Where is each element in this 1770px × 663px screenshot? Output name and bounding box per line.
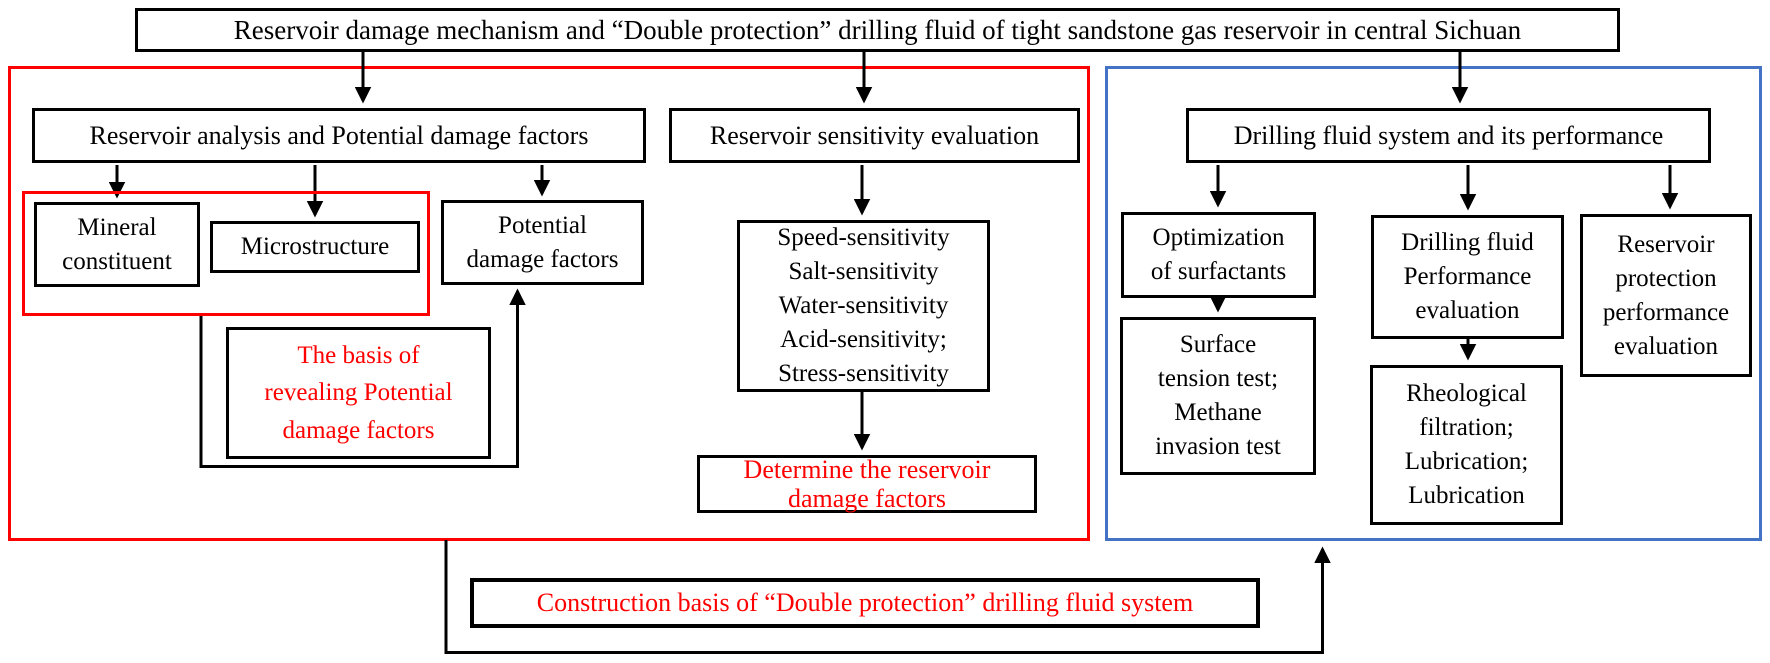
microstructure-node: Microstructure bbox=[210, 221, 420, 273]
optimization-surfactants-node: Optimization of surfactants bbox=[1121, 212, 1316, 298]
connector-construction-to-blue-group bbox=[444, 540, 1331, 654]
reservoir-damage-group-frame bbox=[8, 66, 1090, 541]
sensitivity-evaluation-header: Reservoir sensitivity evaluation bbox=[669, 108, 1080, 163]
reservoir-analysis-header: Reservoir analysis and Potential damage … bbox=[32, 108, 646, 163]
connector-basis-to-potential bbox=[199, 288, 526, 468]
drilling-fluid-header: Drilling fluid system and its performanc… bbox=[1186, 108, 1711, 163]
drilling-fluid-group-frame bbox=[1105, 66, 1762, 541]
basis-note-node: The basis of revealing Potential damage … bbox=[226, 327, 491, 459]
surface-tension-tests-node: Surface tension test; Methane invasion t… bbox=[1120, 317, 1316, 475]
rheology-lubrication-node: Rheological filtration; Lubrication; Lub… bbox=[1370, 365, 1563, 525]
potential-damage-factors-node: Potential damage factors bbox=[441, 200, 644, 285]
mineral-constituent-node: Mineral constituent bbox=[34, 202, 200, 287]
determine-damage-factors-node: Determine the reservoir damage factors bbox=[697, 455, 1037, 513]
reservoir-analysis-subgroup-frame bbox=[22, 191, 430, 316]
performance-evaluation-node: Drilling fluid Performance evaluation bbox=[1371, 215, 1564, 339]
sensitivity-list-node: Speed-sensitivity Salt-sensitivity Water… bbox=[737, 220, 990, 392]
construction-basis-node: Construction basis of “Double protection… bbox=[470, 578, 1260, 628]
reservoir-protection-node: Reservoir protection performance evaluat… bbox=[1580, 214, 1752, 377]
diagram-title: Reservoir damage mechanism and “Double p… bbox=[135, 8, 1620, 52]
